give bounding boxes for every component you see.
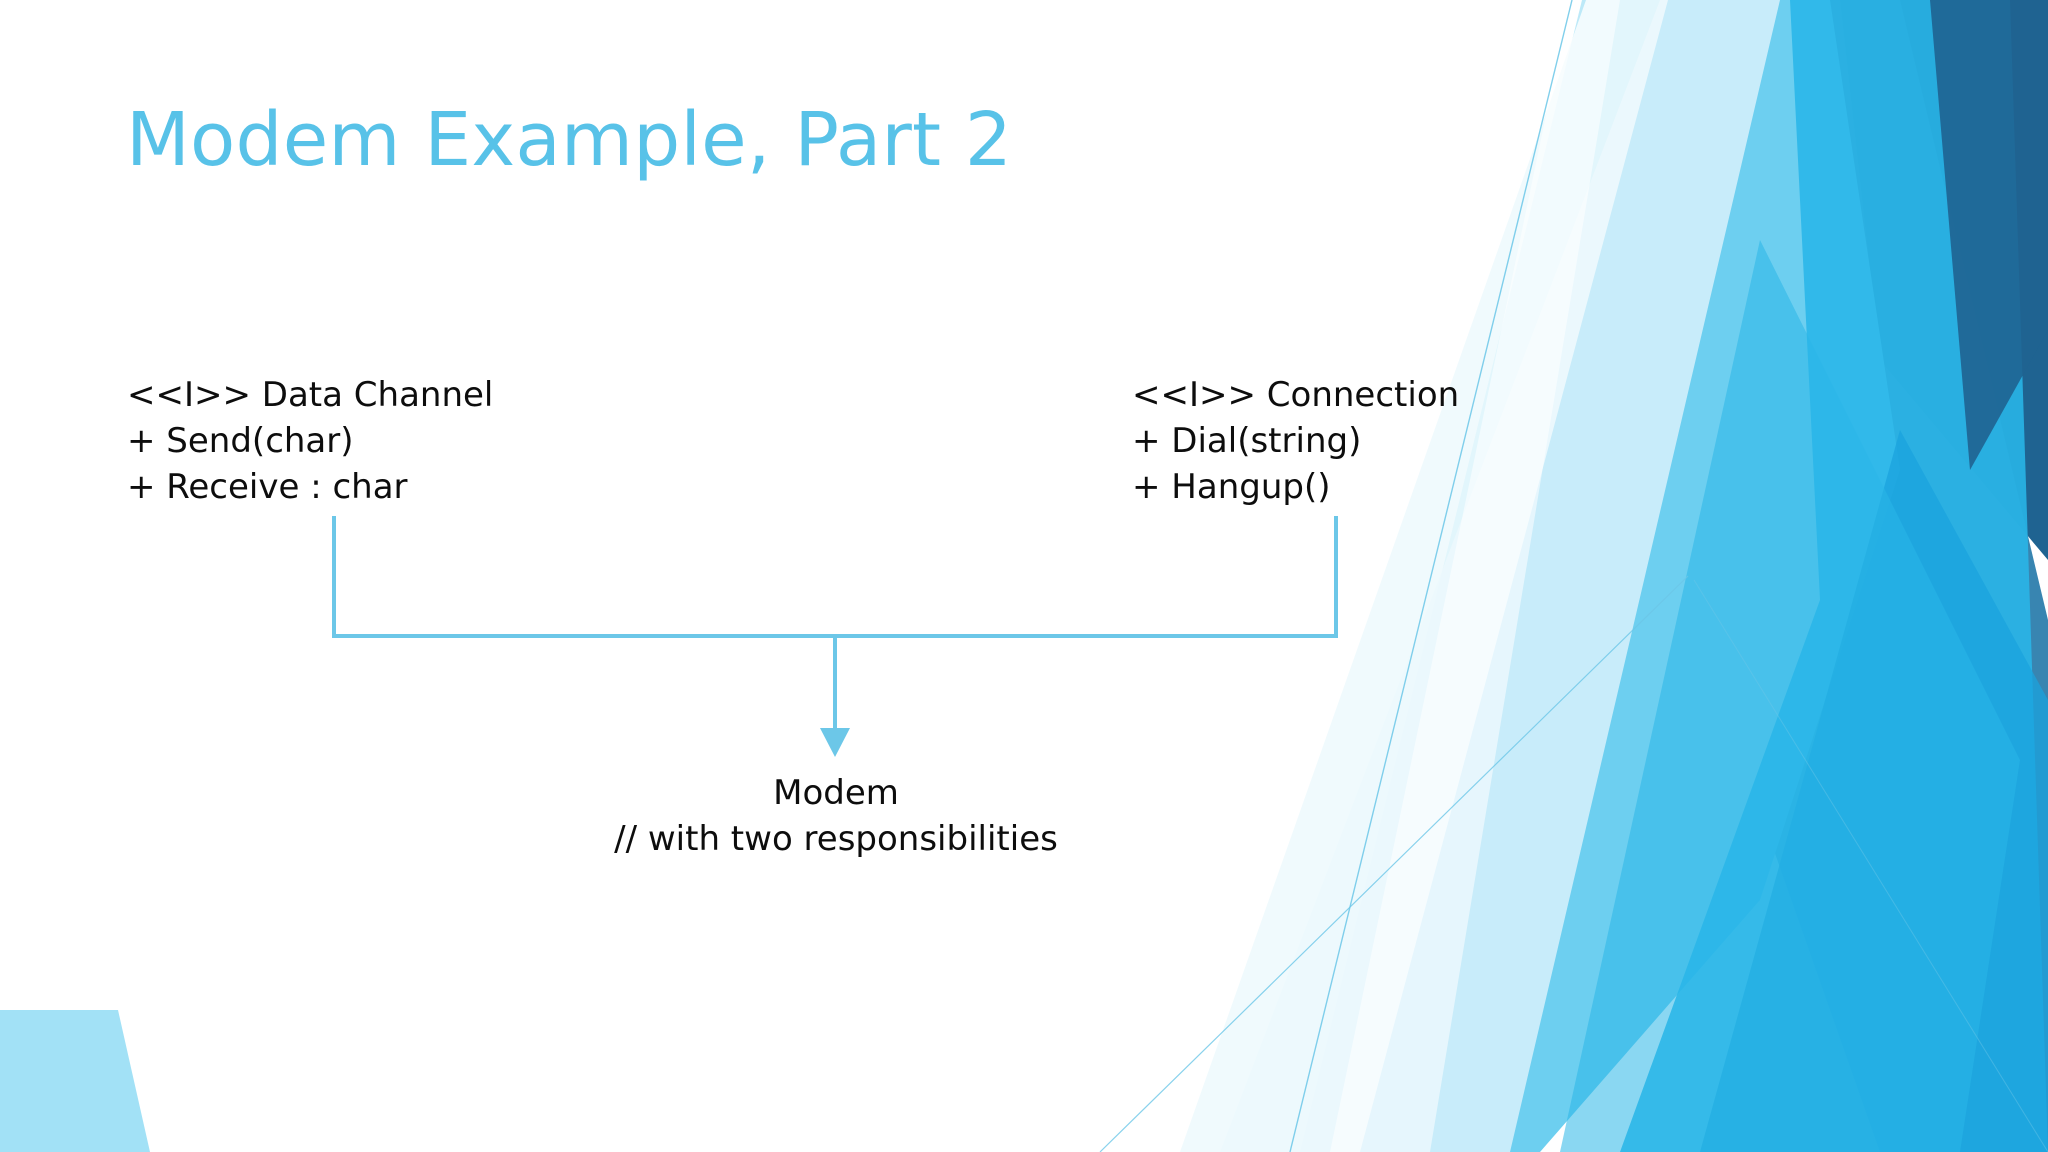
decor-bottom-left-wedge (0, 1010, 150, 1152)
implementing-class-caption: Modem // with two responsibilities (335, 770, 1337, 862)
decor-paler-sheet (1180, 0, 1668, 1152)
decor-steel-band (1620, 0, 2048, 1152)
decor-hairline-3 (1693, 579, 2048, 1152)
decor-slim-wedge (1330, 0, 1620, 1152)
interface-left-member-0: + Send(char) (127, 421, 354, 461)
interface-right-member-1: + Hangup() (1132, 467, 1331, 507)
decor-cyan-facet (1620, 0, 2048, 1152)
class-comment-label: // with two responsibilities (614, 819, 1058, 859)
decor-cyan-deep-triangle (1700, 430, 2048, 1152)
interface-right-member-0: + Dial(string) (1132, 421, 1362, 461)
interface-data-channel: <<I>> Data Channel + Send(char) + Receiv… (127, 372, 493, 510)
decor-navy-band (1840, 0, 2048, 560)
decor-sky-facet (1300, 0, 1900, 1152)
class-name-label: Modem (773, 773, 899, 813)
interface-right-stereotype: <<I>> Connection (1132, 375, 1460, 415)
interface-left-member-1: + Receive : char (127, 467, 408, 507)
interface-connection: <<I>> Connection + Dial(string) + Hangup… (1132, 372, 1459, 510)
page-title: Modem Example, Part 2 (126, 97, 1013, 183)
decor-navy-shard (1930, 0, 2048, 470)
decor-cyan-overlay (1560, 240, 2020, 1152)
connector-arrow-head (820, 728, 850, 757)
decor-pale-sheet (1220, 0, 1780, 1152)
connector-bracket-path (332, 516, 1338, 638)
decor-hairline-1 (1289, 0, 1573, 1152)
decor-hairline-2 (1099, 575, 1689, 1152)
interface-left-stereotype: <<I>> Data Channel (127, 375, 494, 415)
